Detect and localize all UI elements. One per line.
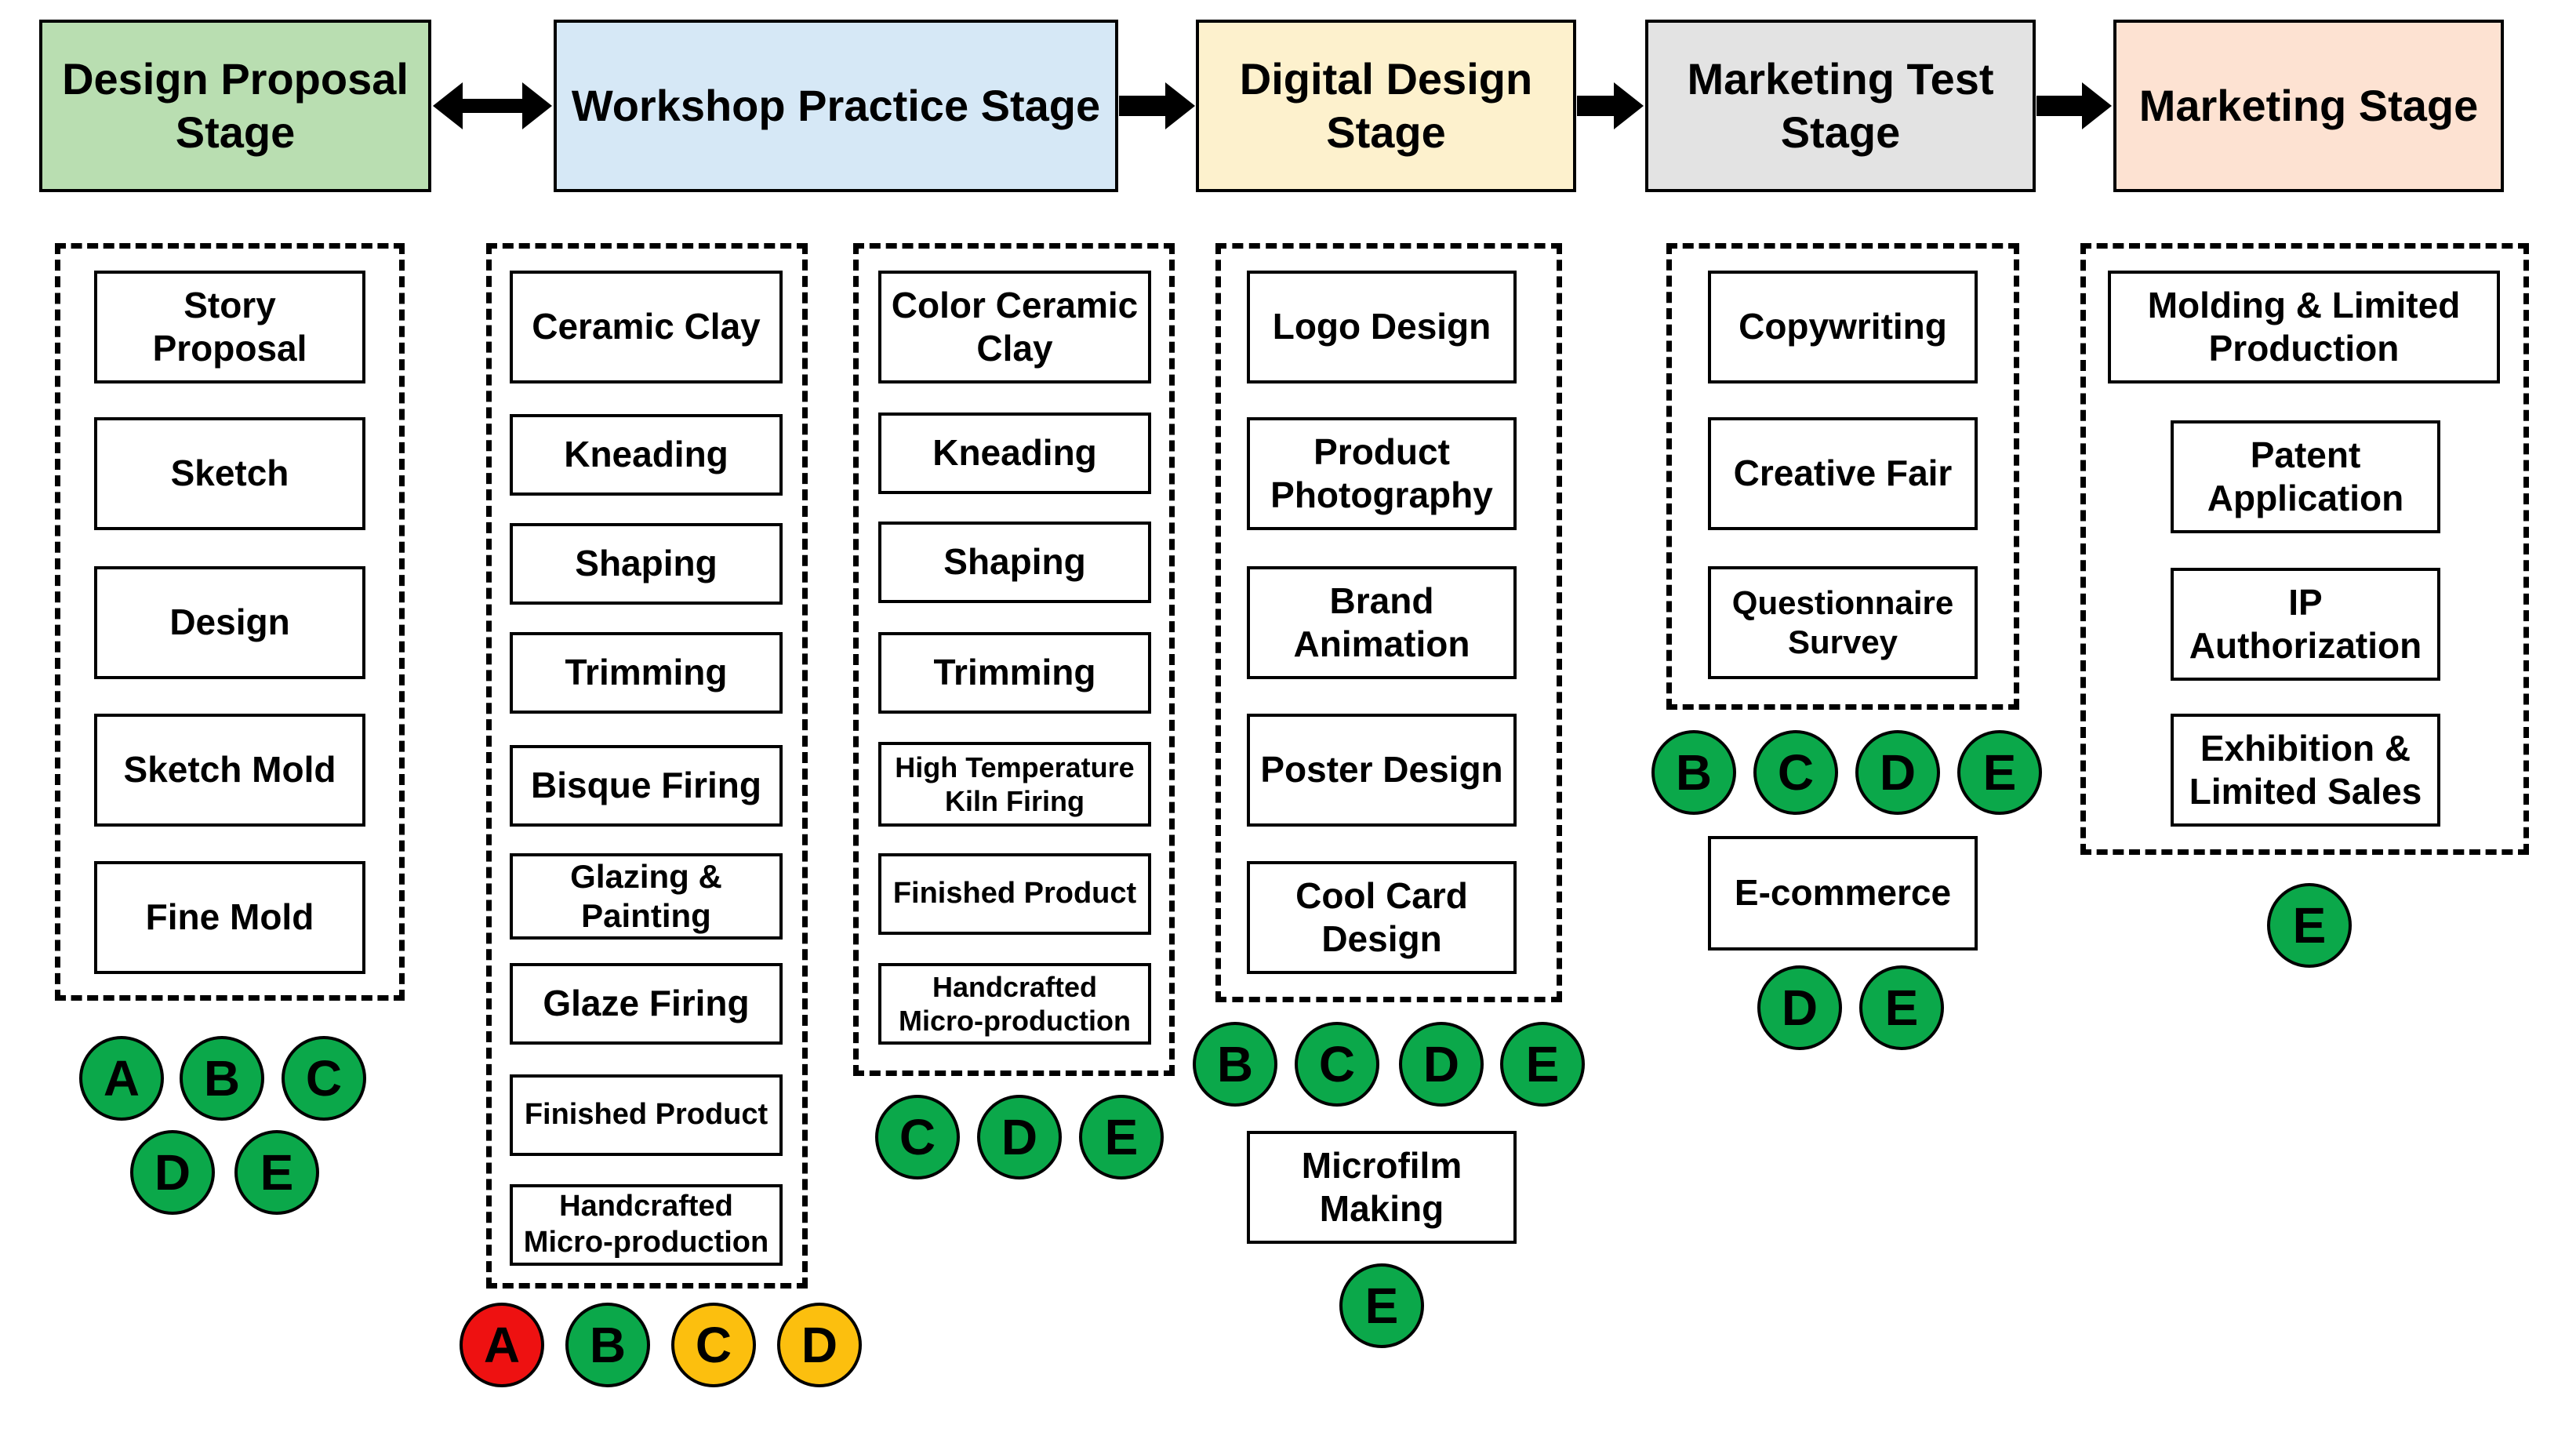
group-3-badge-e: E <box>1079 1095 1164 1179</box>
activity-exhibition-and-limited-sales: Exhibition & Limited Sales <box>2171 714 2440 827</box>
activity-finished-product: Finished Product <box>510 1074 783 1156</box>
ecommerce-badge-e: E <box>1859 965 1944 1050</box>
group-4-badge-b: B <box>1193 1022 1277 1107</box>
stage-header-design-proposal-stage: Design Proposal Stage <box>39 20 431 192</box>
activity-group-1 <box>55 243 405 1001</box>
stage-header-marketing-test-stage: Marketing Test Stage <box>1645 20 2036 192</box>
microfilm-badge-e: E <box>1339 1263 1424 1348</box>
activity-kneading: Kneading <box>510 414 783 496</box>
activity-sketch: Sketch <box>94 417 365 530</box>
stage-header-digital-design-stage: Digital Design Stage <box>1196 20 1576 192</box>
activity-poster-design: Poster Design <box>1247 714 1517 827</box>
group-3-badge-d: D <box>977 1095 1062 1179</box>
activity-creative-fair: Creative Fair <box>1708 417 1978 530</box>
group-1-badge-d: D <box>130 1130 215 1215</box>
activity-handcrafted-micro-production: Handcrafted Micro-production <box>878 963 1151 1045</box>
double-arrow-1 <box>433 82 552 129</box>
activity-sketch-mold: Sketch Mold <box>94 714 365 827</box>
activity-ip-authorization: IP Authorization <box>2171 568 2440 681</box>
activity-glazing-and-painting: Glazing & Painting <box>510 853 783 940</box>
group-4-badge-e: E <box>1500 1022 1585 1107</box>
activity-shaping: Shaping <box>510 523 783 605</box>
group-5-badge-c: C <box>1753 730 1838 815</box>
activity-cool-card-design: Cool Card Design <box>1247 861 1517 974</box>
group-4-badge-c: C <box>1295 1022 1379 1107</box>
activity-group-3 <box>853 243 1175 1076</box>
activity-shaping: Shaping <box>878 522 1151 603</box>
activity-questionnaire-survey: Questionnaire Survey <box>1708 566 1978 679</box>
stage-header-marketing-stage: Marketing Stage <box>2113 20 2504 192</box>
activity-copywriting: Copywriting <box>1708 271 1978 383</box>
activity-group-2 <box>486 243 808 1289</box>
group-1-badge-b: B <box>180 1036 264 1121</box>
activity-product-photography: Product Photography <box>1247 417 1517 530</box>
activity-fine-mold: Fine Mold <box>94 861 365 974</box>
group-3-badge-c: C <box>875 1095 960 1179</box>
activity-logo-design: Logo Design <box>1247 271 1517 383</box>
group-1-badge-e: E <box>234 1130 319 1215</box>
activity-group-6 <box>2080 243 2529 855</box>
arrow-2 <box>1119 82 1195 129</box>
activity-brand-animation: Brand Animation <box>1247 566 1517 679</box>
activity-trimming: Trimming <box>510 632 783 714</box>
group-2-badge-c: C <box>671 1303 756 1387</box>
group-5-badge-b: B <box>1651 730 1736 815</box>
activity-ceramic-clay: Ceramic Clay <box>510 271 783 383</box>
ecommerce-badge-d: D <box>1757 965 1842 1050</box>
group-5-badge-e: E <box>1957 730 2042 815</box>
activity-microfilm-making: Microfilm Making <box>1247 1131 1517 1244</box>
stage-header-workshop-practice-stage: Workshop Practice Stage <box>554 20 1118 192</box>
group-2-badge-d: D <box>777 1303 862 1387</box>
activity-bisque-firing: Bisque Firing <box>510 745 783 827</box>
activity-molding-and-limited-production: Molding & Limited Production <box>2108 271 2500 383</box>
activity-e-commerce: E-commerce <box>1708 836 1978 950</box>
activity-high-temperature-kiln-firing: High Temperature Kiln Firing <box>878 742 1151 827</box>
group-4-badge-d: D <box>1399 1022 1484 1107</box>
activity-color-ceramic-clay: Color Ceramic Clay <box>878 271 1151 383</box>
group-2-badge-b: B <box>565 1303 650 1387</box>
arrow-3 <box>1577 82 1644 129</box>
activity-finished-product: Finished Product <box>878 853 1151 935</box>
group-1-badge-c: C <box>282 1036 366 1121</box>
activity-kneading: Kneading <box>878 413 1151 494</box>
activity-group-4 <box>1215 243 1562 1002</box>
activity-trimming: Trimming <box>878 632 1151 714</box>
activity-handcrafted-micro-production: Handcrafted Micro-production <box>510 1184 783 1266</box>
activity-story-proposal: Story Proposal <box>94 271 365 383</box>
activity-patent-application: Patent Application <box>2171 420 2440 533</box>
group-5-badge-d: D <box>1855 730 1940 815</box>
activity-design: Design <box>94 566 365 679</box>
group-2-badge-a: A <box>460 1303 544 1387</box>
arrow-4 <box>2036 82 2112 129</box>
activity-glaze-firing: Glaze Firing <box>510 963 783 1045</box>
group-6-badge-e: E <box>2267 883 2352 968</box>
group-1-badge-a: A <box>79 1036 164 1121</box>
activity-group-5 <box>1666 243 2019 710</box>
